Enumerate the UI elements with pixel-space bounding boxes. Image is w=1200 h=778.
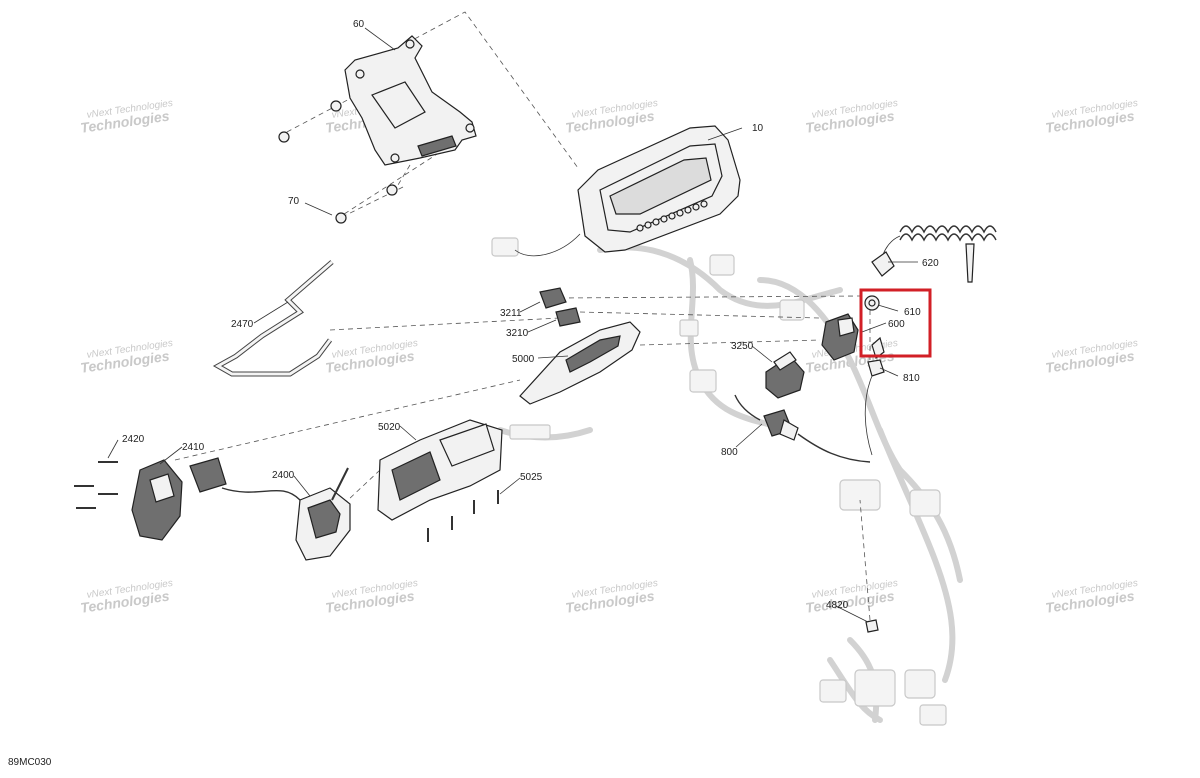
watermark: vNext Technologies Technologies [804, 98, 898, 136]
callout-10: 10 [752, 123, 764, 134]
rod-2470 [212, 260, 334, 377]
assembly-lines [174, 11, 871, 621]
watermark: vNext Technologies Technologies [1044, 338, 1138, 376]
switch-2400 [189, 457, 351, 561]
watermark: vNext Technologies Technologies [804, 578, 898, 616]
callout-5000: 5000 [512, 354, 535, 365]
callout-5025: 5025 [520, 472, 543, 483]
highlight-box [859, 288, 932, 358]
wiring-harness-ghost [491, 237, 963, 726]
screws-5025 [427, 490, 499, 542]
figure-code: 89MC030 [8, 757, 52, 768]
callout-3211: 3211 [500, 308, 522, 319]
callout-2400: 2400 [272, 470, 295, 481]
watermark: vNext Technologies Technologies [79, 338, 173, 376]
callout-70: 70 [288, 196, 300, 207]
callout-3210: 3210 [506, 328, 529, 339]
watermark: vNext Technologies Technologies [564, 578, 658, 616]
callout-620: 620 [922, 258, 939, 269]
watermark: vNext Technologies Technologies [324, 578, 418, 616]
watermark: vNext Technologies Technologies [1044, 578, 1138, 616]
indicator-row [636, 200, 708, 232]
housing-5000 [519, 321, 641, 405]
callout-2410: 2410 [182, 442, 205, 453]
callout-5020: 5020 [378, 422, 401, 433]
connector-800 [734, 394, 871, 463]
housing-2410 [131, 459, 183, 541]
callout-2470: 2470 [231, 319, 254, 330]
watermark: vNext Technologies Technologies [79, 98, 173, 136]
ignition-switch-600 [821, 313, 859, 361]
connector-3210 [555, 307, 581, 327]
callout-labels: 60 70 10 620 610 600 810 3211 3210 2470 … [122, 19, 939, 611]
screws-2420 [74, 461, 118, 509]
callout-810: 810 [903, 373, 920, 384]
watermark: vNext Technologies Technologies [564, 98, 658, 136]
callout-3250: 3250 [731, 341, 754, 352]
callout-610: 610 [904, 307, 921, 318]
screws-70 [278, 100, 398, 224]
watermark: vNext Technologies Technologies [324, 338, 418, 376]
callout-2420: 2420 [122, 434, 145, 445]
instrument-cluster-10 [514, 125, 741, 257]
bracket-60 [344, 35, 477, 166]
lanyard-620 [871, 225, 997, 283]
guard-5020 [377, 419, 503, 521]
leader-lines [107, 27, 918, 623]
switch-lever [871, 336, 885, 359]
callout-800: 800 [721, 447, 738, 458]
rocker-switch-3250 [765, 351, 805, 399]
connector-3211 [539, 287, 567, 309]
nut-4820 [865, 619, 879, 633]
watermark: vNext Technologies Technologies [79, 578, 173, 616]
callout-600: 600 [888, 319, 905, 330]
cap-810 [864, 359, 885, 456]
callout-60: 60 [353, 19, 365, 30]
watermark: vNext Technologies Technologies [1044, 98, 1138, 136]
nut-610 [864, 295, 880, 311]
callout-4820: 4820 [826, 600, 849, 611]
